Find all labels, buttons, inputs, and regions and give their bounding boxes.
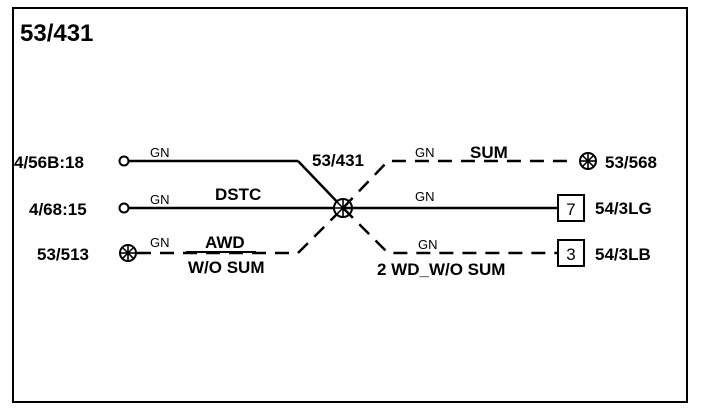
- open-terminal-icon: [118, 202, 130, 214]
- wire-right-3-dashed: [342, 207, 558, 255]
- wire-color-right-3: GN: [418, 237, 438, 252]
- condition-sum: SUM: [470, 143, 508, 162]
- pin-number-7: 7: [566, 200, 575, 219]
- wire-color-left-2: GN: [150, 192, 170, 207]
- wire-right-1-dashed: [342, 159, 570, 209]
- endpoint-54-3lg: 54/3LG: [595, 199, 652, 218]
- wire-left-1-to-hub: [297, 160, 344, 209]
- ground-connector-icon: [119, 244, 137, 262]
- condition-dstc: DSTC: [215, 185, 261, 204]
- hub-label: 53/431: [312, 151, 364, 170]
- wire-color-left-3: GN: [150, 235, 170, 250]
- wire-color-right-2: GN: [415, 189, 435, 204]
- condition-wo-sum: W/O SUM: [188, 258, 265, 277]
- pin-number-3: 3: [566, 245, 575, 264]
- open-terminal-icon: [118, 155, 130, 167]
- pin-box-7: [557, 194, 585, 222]
- condition-awd: AWD: [205, 233, 245, 252]
- ground-connector-icon: [579, 152, 597, 170]
- endpoint-54-3lb: 54/3LB: [595, 245, 651, 264]
- wire-color-left-1: GN: [150, 145, 170, 160]
- endpoint-53-513: 53/513: [37, 245, 89, 264]
- endpoint-4-56b-18: 4/56B:18: [14, 153, 84, 172]
- diagram-title: 53/431: [20, 20, 93, 47]
- condition-2wd-wo-sum: 2 WD_W/O SUM: [377, 260, 505, 279]
- wire-color-right-1: GN: [415, 145, 435, 160]
- diagram-frame: [12, 7, 688, 403]
- endpoint-4-68-15: 4/68:15: [29, 200, 87, 219]
- endpoint-53-568: 53/568: [605, 153, 657, 172]
- pin-box-3: [557, 239, 585, 267]
